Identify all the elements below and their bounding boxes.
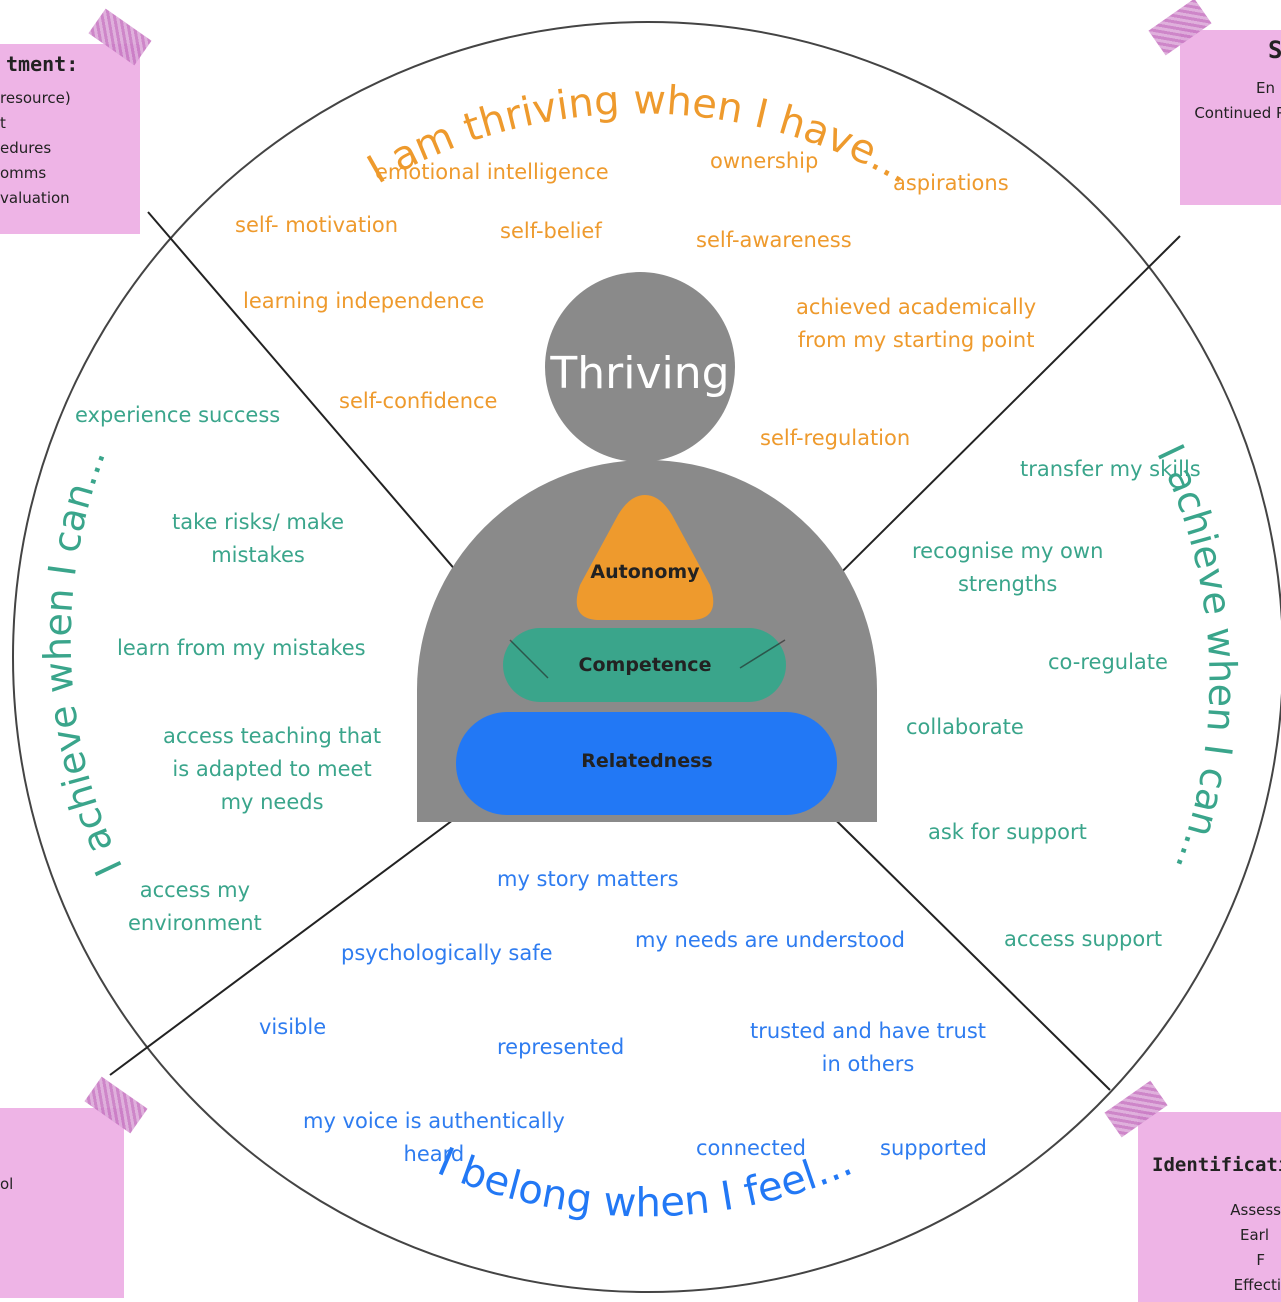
item-voice-heard: my voice is authentically heard — [303, 1109, 565, 1166]
note-title: S — [1268, 36, 1281, 64]
item-access-environment: access my environment — [128, 878, 262, 935]
item-access-teaching: access teaching that is adapted to meet … — [163, 724, 382, 814]
item-access-support: access support — [1004, 927, 1163, 951]
item-ownership: ownership — [710, 149, 819, 173]
item-achieved-academically: achieved academically from my starting p… — [796, 295, 1037, 352]
item-self-awareness: self-awareness — [696, 228, 852, 252]
thriving-title: Thriving — [549, 348, 729, 399]
sticky-note-top-left: tment: resource) t edures omms valuation — [0, 44, 140, 234]
item-learn-from-mistakes: learn from my mistakes — [117, 636, 366, 660]
competence-bar — [503, 628, 786, 702]
relatedness-label: Relatedness — [581, 750, 712, 772]
note-title: tment: — [6, 52, 79, 76]
item-transfer-skills: transfer my skills — [1020, 457, 1201, 481]
divider-bottom-left — [109, 784, 501, 1076]
item-emotional-intelligence: emotional intelligence — [375, 160, 609, 184]
item-self-confidence: self-confidence — [339, 389, 498, 413]
item-take-risks: take risks/ make mistakes — [172, 510, 345, 567]
sticky-note-bottom-left: ol — [0, 1108, 124, 1298]
item-trusted: trusted and have trust in others — [750, 1019, 987, 1076]
sticky-note-bottom-right: Identificati Assess Earl F Effecti — [1138, 1112, 1281, 1302]
item-co-regulate: co-regulate — [1048, 650, 1168, 674]
competence-label: Competence — [579, 654, 712, 676]
item-connected: connected — [696, 1136, 806, 1160]
item-represented: represented — [497, 1035, 625, 1059]
item-self-belief: self-belief — [500, 219, 602, 243]
item-self-regulation: self-regulation — [760, 426, 911, 450]
item-aspirations: aspirations — [893, 171, 1009, 195]
item-psych-safe: psychologically safe — [341, 941, 553, 965]
item-self-motivation: self- motivation — [235, 213, 399, 237]
item-recognise-strengths: recognise my own strengths — [912, 539, 1104, 596]
autonomy-triangle — [576, 495, 714, 620]
divider-bottom-right — [789, 774, 1111, 1091]
item-story-matters: my story matters — [497, 867, 679, 891]
item-needs-understood: my needs are understood — [635, 928, 905, 952]
relatedness-bar — [456, 712, 837, 815]
autonomy-label: Autonomy — [590, 561, 700, 583]
item-experience-success: experience success — [75, 403, 281, 427]
sticky-note-top-right: S En Continued Pr — [1180, 30, 1281, 205]
item-learning-independence: learning independence — [243, 289, 485, 313]
head-circle — [545, 272, 735, 462]
item-collaborate: collaborate — [906, 715, 1024, 739]
item-visible: visible — [259, 1015, 327, 1039]
note-title: Identificati — [1152, 1154, 1281, 1176]
item-supported: supported — [880, 1136, 987, 1160]
item-ask-support: ask for support — [928, 820, 1087, 844]
